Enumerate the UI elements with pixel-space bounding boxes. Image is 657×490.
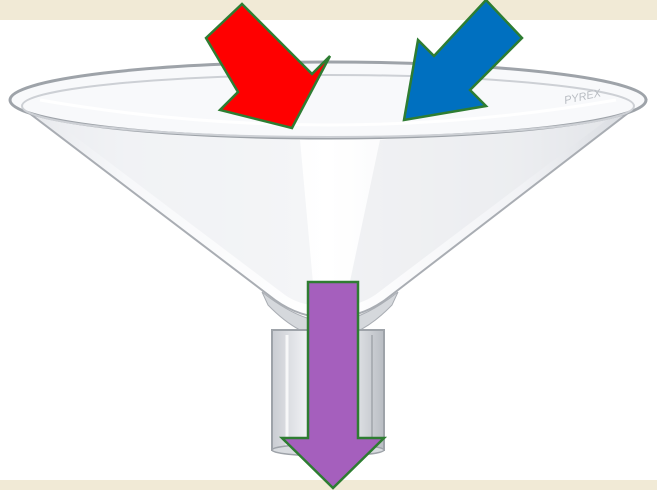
purple-output-arrow — [278, 280, 388, 490]
blue-input-arrow — [402, 0, 524, 122]
red-input-arrow — [204, 2, 332, 130]
glass-funnel-icon: PYREX — [8, 60, 648, 457]
